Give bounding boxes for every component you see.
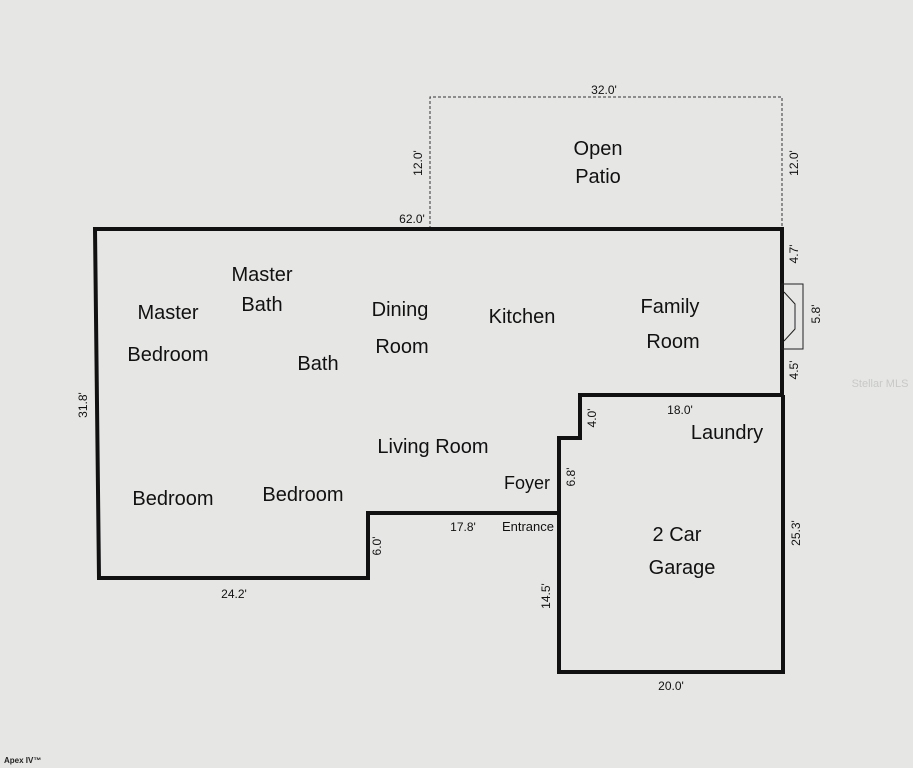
room-living: Living Room — [377, 436, 488, 458]
footer-brand: Apex IV™ — [4, 756, 41, 765]
dim-notch: 4.0' — [585, 409, 599, 428]
dim-patio-left: 12.0' — [411, 150, 425, 176]
dim-right-lower: 4.5' — [787, 361, 801, 380]
fireplace — [781, 283, 804, 350]
dim-patio-top: 32.0' — [591, 83, 617, 97]
room-foyer: Foyer — [504, 473, 550, 493]
room-laundry: Laundry — [691, 422, 763, 444]
dim-foyer-wall: 6.8' — [564, 468, 578, 487]
room-bedroom-2: Bedroom — [262, 484, 343, 506]
patio-outline — [429, 96, 783, 229]
room-bedroom-1: Bedroom — [132, 488, 213, 510]
dim-top: 62.0' — [399, 212, 425, 226]
dim-step: 6.0' — [370, 537, 384, 556]
dim-garage-bottom: 20.0' — [658, 679, 684, 693]
dim-garage-right: 25.3' — [789, 520, 803, 546]
garage-outline — [557, 395, 785, 674]
dim-left: 31.8' — [76, 392, 90, 418]
dim-right-upper: 4.7' — [787, 245, 801, 264]
fireplace-hearth — [783, 291, 796, 342]
dim-garage-top: 18.0' — [667, 403, 693, 417]
watermark: Stellar MLS — [852, 378, 909, 390]
dim-entrance-wall: 17.8' — [450, 520, 476, 534]
room-bath: Bath — [297, 353, 338, 375]
dim-patio-right: 12.0' — [787, 150, 801, 176]
dim-fireplace: 5.8' — [809, 305, 823, 324]
room-kitchen: Kitchen — [489, 306, 556, 328]
dim-bottom-left: 24.2' — [221, 587, 247, 601]
dim-garage-left: 14.5' — [539, 583, 553, 609]
entrance-label: Entrance — [502, 519, 554, 534]
